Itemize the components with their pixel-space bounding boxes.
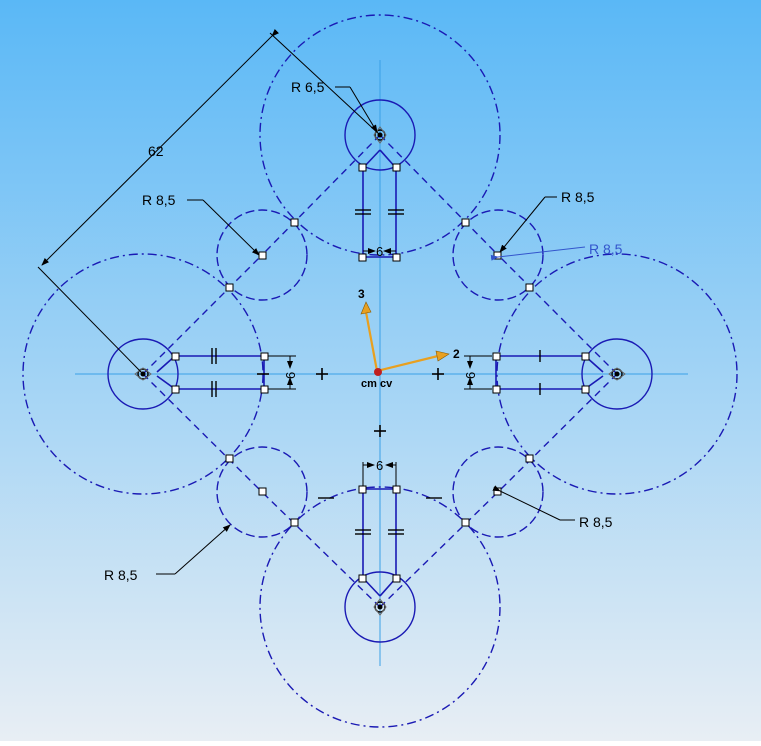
bottom-large-circle [259, 486, 501, 728]
y-axis-label: 3 [358, 287, 365, 301]
x-axis-label: 2 [453, 347, 460, 361]
coordinate-triad [360, 301, 450, 376]
dimension-lower-left-radius-label[interactable]: R 8,5 [104, 567, 138, 583]
diamond-construction[interactable] [142, 134, 618, 608]
corner-arcs[interactable] [216, 209, 544, 538]
dimension-upper-right-radius-b-label[interactable]: R 8,5 [589, 241, 623, 257]
dimension-top-radius[interactable] [335, 86, 378, 133]
dimension-slot-width-right-label[interactable]: 6 [463, 372, 478, 379]
dimension-slot-width-top-label[interactable]: 6 [376, 244, 383, 259]
top-large-circle [259, 14, 501, 256]
lower-left-arc [216, 446, 308, 538]
lower-right-arc [452, 446, 544, 538]
constraint-symbols [211, 209, 541, 535]
dimension-top-radius-label[interactable]: R 6,5 [291, 79, 325, 95]
dimension-overall-label[interactable]: 62 [148, 143, 164, 159]
center-lines [75, 60, 688, 666]
dimension-upper-right-radius-b[interactable] [490, 246, 586, 261]
right-large-circle [496, 253, 738, 495]
dimension-slot-width-right[interactable] [464, 355, 492, 390]
origin-label: cm cv [361, 378, 393, 390]
sketch-points[interactable] [171, 163, 590, 583]
dimension-slot-width-left-label[interactable]: 6 [283, 372, 298, 379]
dimension-upper-right-radius-a[interactable] [499, 196, 557, 253]
dimension-slot-width-bottom-label[interactable]: 6 [376, 458, 383, 473]
upper-right-arc [452, 209, 544, 301]
dimension-overall[interactable] [37, 28, 381, 375]
hub-circles[interactable] [107, 99, 653, 643]
dimension-lower-right-radius[interactable] [492, 485, 575, 521]
dimension-slot-width-bottom[interactable] [362, 462, 397, 486]
dimension-upper-left-radius-label[interactable]: R 8,5 [142, 192, 176, 208]
dimension-upper-left-radius[interactable] [187, 199, 260, 256]
dimension-lower-right-radius-label[interactable]: R 8,5 [579, 514, 613, 530]
hub-center-points[interactable] [134, 126, 626, 616]
dimension-upper-right-radius-a-label[interactable]: R 8,5 [561, 189, 595, 205]
axis-plus-marks [257, 368, 444, 437]
dimension-lower-left-radius[interactable] [156, 524, 231, 575]
dimension-slot-width-left[interactable] [268, 355, 296, 390]
